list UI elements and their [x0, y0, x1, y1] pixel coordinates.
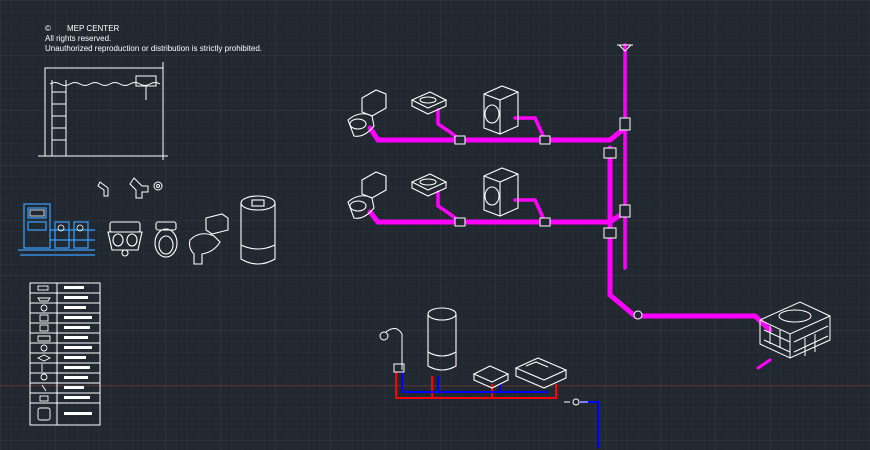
rights-text: All rights reserved.: [45, 34, 112, 43]
water-heater-symbol[interactable]: [240, 195, 276, 265]
grease-trap[interactable]: [759, 301, 831, 359]
legend-entries: [64, 286, 92, 415]
copyright-symbol: ©: [45, 24, 51, 33]
pipe-fittings[interactable]: [97, 177, 163, 199]
company-name: MEP CENTER: [67, 24, 120, 33]
water-meter: [564, 398, 588, 406]
drainage-system[interactable]: [367, 43, 773, 370]
legend-icons: [36, 285, 52, 421]
toilet-fixture-upper[interactable]: [347, 89, 387, 137]
washbasin-symbol[interactable]: [107, 221, 143, 257]
tank-section[interactable]: [38, 62, 168, 160]
toilet-iso-symbol[interactable]: [188, 213, 229, 265]
pump-station[interactable]: [18, 203, 95, 256]
basin-fixture-lower[interactable]: [410, 173, 448, 197]
vent-cap: [617, 44, 633, 52]
toilet-fixture-lower[interactable]: [347, 171, 387, 219]
sink-fixture[interactable]: [472, 365, 510, 389]
kitchen-sink-fixture[interactable]: [514, 357, 568, 389]
shower-fixture[interactable]: [379, 328, 405, 373]
pipe-fitting-markers: [454, 117, 643, 320]
toilet-plan-symbol[interactable]: [154, 221, 178, 258]
water-heater-supply[interactable]: [427, 307, 457, 371]
copyright-block: © MEP CENTER All rights reserved. Unautho…: [45, 24, 262, 54]
washing-machine-lower[interactable]: [483, 167, 519, 217]
basin-fixture-upper[interactable]: [410, 91, 448, 115]
notice-text: Unauthorized reproduction or distributio…: [45, 44, 262, 53]
washing-machine-upper[interactable]: [483, 85, 519, 135]
legend-table[interactable]: [29, 282, 101, 426]
